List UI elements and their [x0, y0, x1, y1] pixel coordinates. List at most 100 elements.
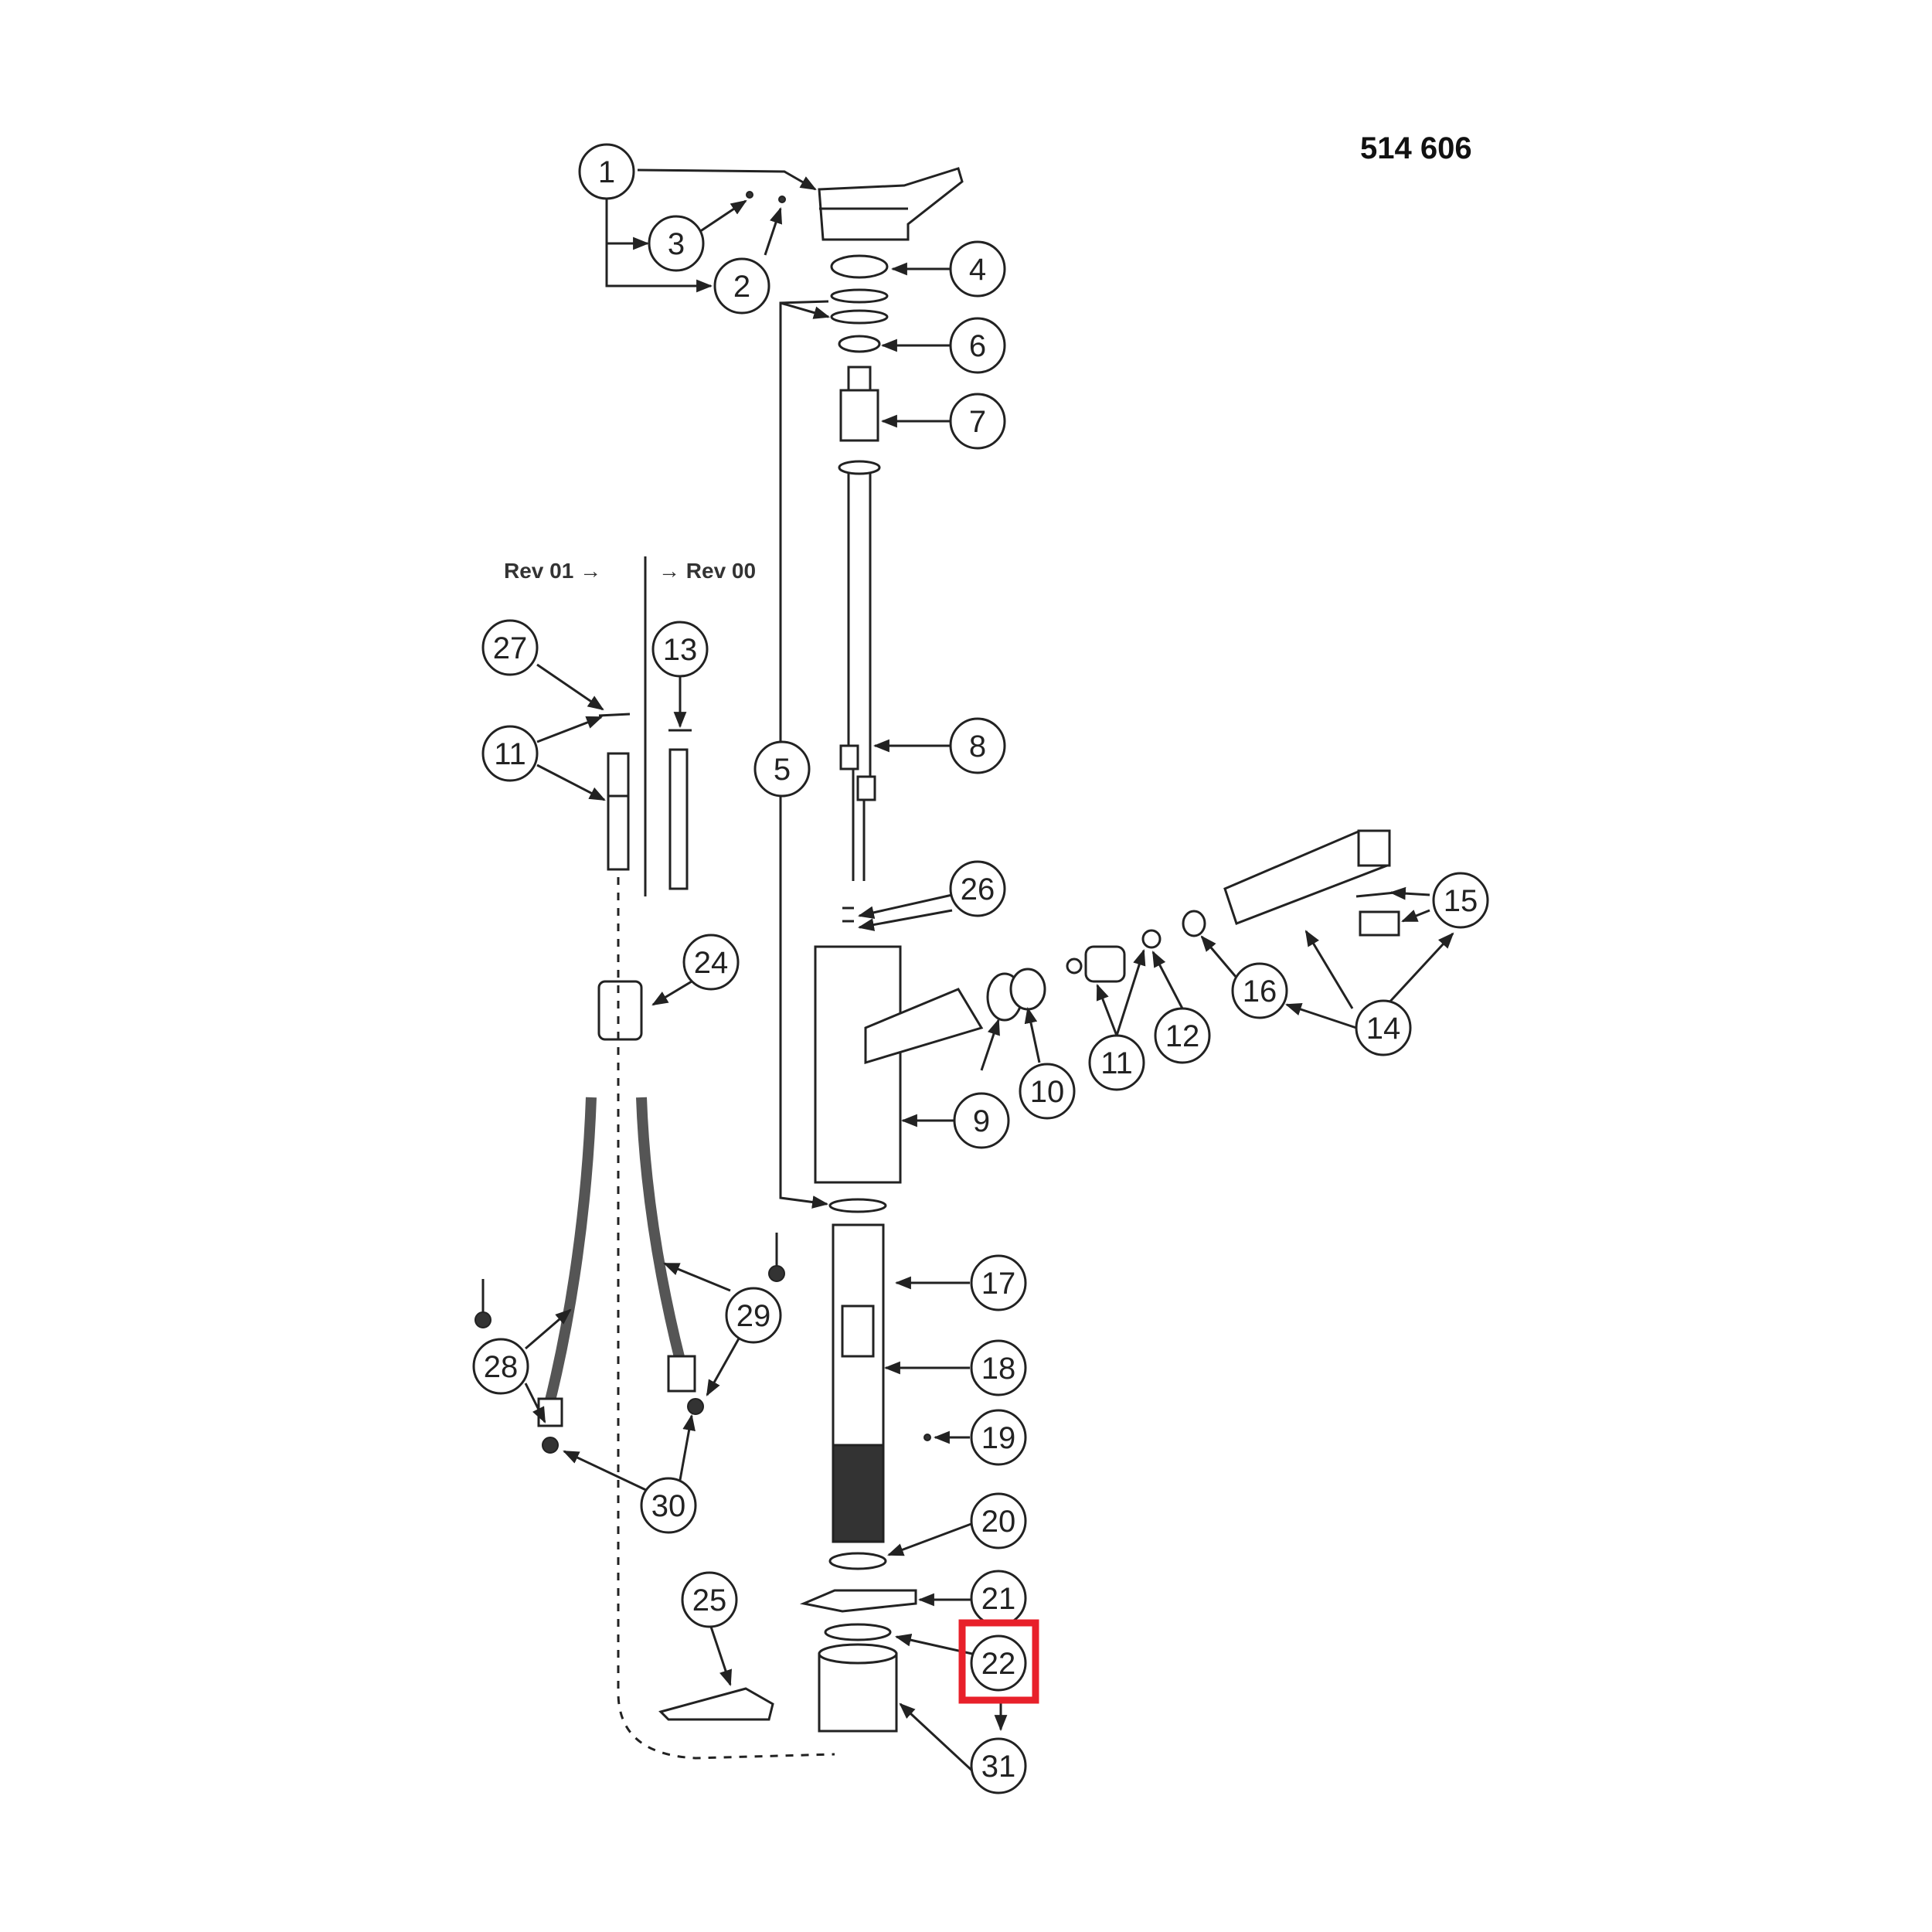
svg-text:29: 29: [736, 1299, 771, 1333]
callout-26: 26: [949, 860, 1006, 917]
part-pin-19: [923, 1434, 931, 1441]
svg-text:5: 5: [774, 753, 791, 787]
svg-text:2: 2: [733, 270, 750, 304]
callout-29: 29: [725, 1287, 782, 1344]
svg-text:13: 13: [663, 633, 698, 667]
svg-text:31: 31: [981, 1750, 1016, 1784]
part-cover-15: [1359, 910, 1400, 937]
svg-text:19: 19: [981, 1421, 1016, 1455]
part-oring-5c: [828, 1198, 887, 1213]
callout-21: 21: [970, 1570, 1027, 1627]
callout-6: 6: [949, 317, 1006, 374]
svg-text:26: 26: [961, 872, 995, 906]
svg-text:9: 9: [973, 1104, 990, 1138]
part-filter-30a: [542, 1437, 559, 1454]
part-oring-5b: [830, 309, 889, 325]
part-nut-31: [818, 1643, 898, 1733]
callout-22: 22: [958, 1619, 1039, 1704]
svg-text:28: 28: [484, 1350, 519, 1384]
callout-15: 15: [1432, 872, 1489, 929]
svg-text:27: 27: [493, 631, 528, 665]
part-hose-8: [838, 460, 881, 881]
part-washer-20: [828, 1552, 887, 1570]
callout-20: 20: [970, 1492, 1027, 1549]
svg-text:15: 15: [1444, 884, 1478, 918]
svg-text:17: 17: [981, 1267, 1016, 1301]
part-number: 514 606: [1360, 131, 1472, 165]
callout-2: 2: [713, 257, 770, 315]
part-oring-22: [824, 1623, 892, 1641]
part-connector-11: [1066, 945, 1126, 983]
highlight-box: [958, 1619, 1039, 1704]
svg-text:11: 11: [1100, 1046, 1133, 1080]
callout-5: 5: [753, 740, 811, 798]
svg-text:25: 25: [692, 1583, 727, 1617]
callout-3: 3: [648, 215, 705, 272]
svg-text:1: 1: [598, 155, 615, 189]
svg-text:11: 11: [494, 737, 526, 771]
callout-19: 19: [970, 1409, 1027, 1466]
callout-13: 13: [651, 621, 709, 678]
svg-text:10: 10: [1030, 1075, 1065, 1109]
part-body-9: [814, 945, 984, 1184]
svg-text:24: 24: [694, 946, 729, 980]
callout-25: 25: [681, 1571, 738, 1628]
part-cartridge-7: [839, 366, 879, 442]
temp-marker-hot: [768, 1233, 785, 1282]
callout-12: 12: [1154, 1007, 1211, 1064]
svg-text:8: 8: [969, 730, 986, 764]
svg-text:14: 14: [1366, 1012, 1401, 1046]
part-screw-3: [746, 191, 753, 199]
temp-marker-cold: [474, 1279, 492, 1328]
callout-4: 4: [949, 240, 1006, 298]
callout-11-right: 11: [1088, 1034, 1145, 1091]
svg-text:16: 16: [1243, 975, 1277, 1009]
svg-text:4: 4: [969, 253, 986, 287]
callout-31: 31: [970, 1737, 1027, 1794]
part-filter-30b: [687, 1398, 704, 1415]
part-cap-4: [830, 254, 889, 279]
part-seal-15: [1355, 891, 1396, 898]
part-oring-5a: [830, 288, 889, 304]
callout-16: 16: [1231, 962, 1288, 1019]
svg-text:7: 7: [969, 405, 986, 439]
part-nut-6: [838, 335, 881, 353]
part-screw-2: [778, 196, 786, 203]
callout-7: 7: [949, 393, 1006, 450]
callout-8: 8: [949, 717, 1006, 774]
part-nut-16: [1182, 910, 1206, 937]
part-handle: [818, 167, 964, 241]
svg-text:3: 3: [668, 227, 685, 261]
svg-text:21: 21: [981, 1582, 1016, 1616]
svg-text:12: 12: [1165, 1019, 1200, 1053]
part-spray-head-14: [1223, 829, 1391, 925]
leader-lines: [524, 168, 1454, 1775]
callout-24: 24: [682, 934, 740, 991]
svg-text:6: 6: [969, 329, 986, 363]
callout-9: 9: [953, 1092, 1010, 1149]
callout-10: 10: [1019, 1063, 1076, 1120]
part-supply-hose-29: [636, 1097, 696, 1393]
part-insert-24: [597, 980, 643, 1041]
part-hose-13-rev00: [668, 729, 692, 890]
part-hose-11-rev01: [598, 713, 631, 871]
part-plate-21: [799, 1589, 917, 1613]
svg-text:18: 18: [981, 1352, 1016, 1386]
part-washer-12: [1141, 929, 1162, 949]
callout-17: 17: [970, 1254, 1027, 1311]
callout-11-left: 11: [481, 725, 539, 782]
part-bracket-25: [658, 1687, 774, 1721]
callout-28: 28: [472, 1338, 529, 1395]
callout-1: 1: [578, 143, 635, 200]
callout-18: 18: [970, 1339, 1027, 1396]
revision-right-label: → Rev 00: [658, 559, 756, 583]
callout-27: 27: [481, 619, 539, 676]
part-clips-26: [842, 906, 854, 923]
svg-text:30: 30: [651, 1489, 686, 1523]
dashed-connection: [617, 877, 835, 1760]
svg-text:22: 22: [981, 1647, 1016, 1681]
part-adapter-10b: [1009, 968, 1046, 1011]
revision-left-label: Rev 01 →: [504, 559, 601, 583]
callout-30: 30: [640, 1477, 697, 1534]
